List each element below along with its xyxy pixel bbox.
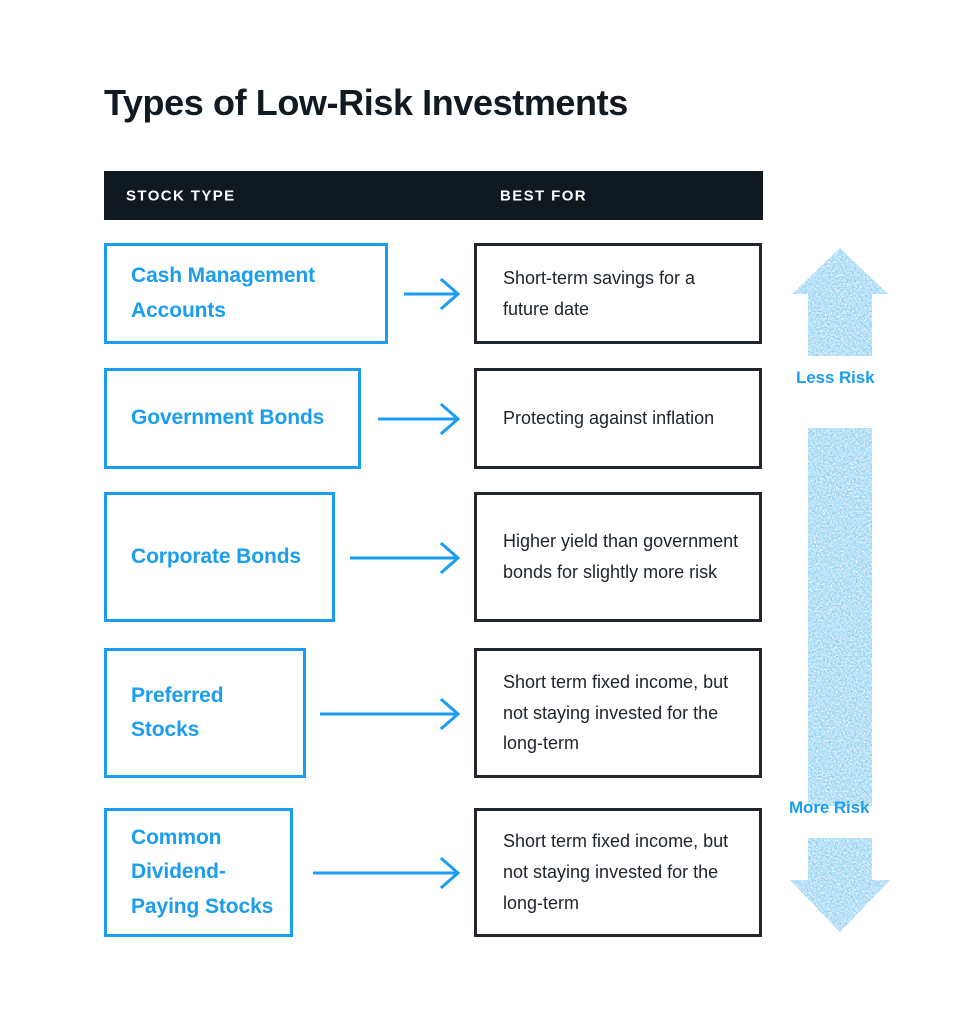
best-for-label: Short term fixed income, but not staying… bbox=[503, 671, 729, 754]
stock-type-card[interactable]: Government Bonds bbox=[104, 368, 361, 469]
arrow-down-icon bbox=[790, 838, 890, 932]
risk-label-less: Less Risk bbox=[796, 368, 875, 387]
risk-scale bbox=[780, 240, 970, 940]
stock-type-label: Cash Management Accounts bbox=[131, 264, 316, 322]
risk-scale-shaft bbox=[808, 428, 872, 806]
stock-type-card[interactable]: Cash Management Accounts bbox=[104, 243, 388, 344]
arrow-right-icon bbox=[404, 274, 466, 314]
stock-type-card[interactable]: Common Dividend-Paying Stocks bbox=[104, 808, 293, 937]
best-for-card[interactable]: Protecting against inflation bbox=[474, 368, 762, 469]
arrow-right-icon bbox=[320, 694, 466, 734]
best-for-label: Higher yield than government bonds for s… bbox=[503, 531, 739, 582]
best-for-card[interactable]: Short term fixed income, but not staying… bbox=[474, 808, 762, 937]
stock-type-card[interactable]: Corporate Bonds bbox=[104, 492, 335, 622]
best-for-label: Short-term savings for a future date bbox=[503, 267, 696, 319]
best-for-label: Protecting against inflation bbox=[503, 408, 715, 429]
column-header-stock-type: STOCK TYPE bbox=[126, 187, 236, 204]
stock-type-label: Common Dividend-Paying Stocks bbox=[131, 826, 274, 918]
best-for-card[interactable]: Short-term savings for a future date bbox=[474, 243, 762, 344]
best-for-card[interactable]: Higher yield than government bonds for s… bbox=[474, 492, 762, 622]
arrow-up-icon bbox=[792, 248, 888, 356]
stock-type-label: Corporate Bonds bbox=[131, 544, 302, 568]
stock-type-label: Preferred Stocks bbox=[131, 683, 224, 741]
stock-type-label: Government Bonds bbox=[131, 406, 325, 430]
page-title: Types of Low-Risk Investments bbox=[104, 82, 628, 123]
stock-type-card[interactable]: Preferred Stocks bbox=[104, 648, 306, 778]
arrow-right-icon bbox=[378, 399, 466, 439]
best-for-card[interactable]: Short term fixed income, but not staying… bbox=[474, 648, 762, 778]
risk-label-more: More Risk bbox=[789, 798, 870, 817]
arrow-right-icon bbox=[313, 853, 466, 893]
column-header-best-for: BEST FOR bbox=[500, 187, 588, 204]
best-for-label: Short term fixed income, but not staying… bbox=[503, 831, 729, 913]
arrow-right-icon bbox=[350, 538, 466, 578]
table-header-bar: STOCK TYPE BEST FOR bbox=[104, 171, 763, 220]
